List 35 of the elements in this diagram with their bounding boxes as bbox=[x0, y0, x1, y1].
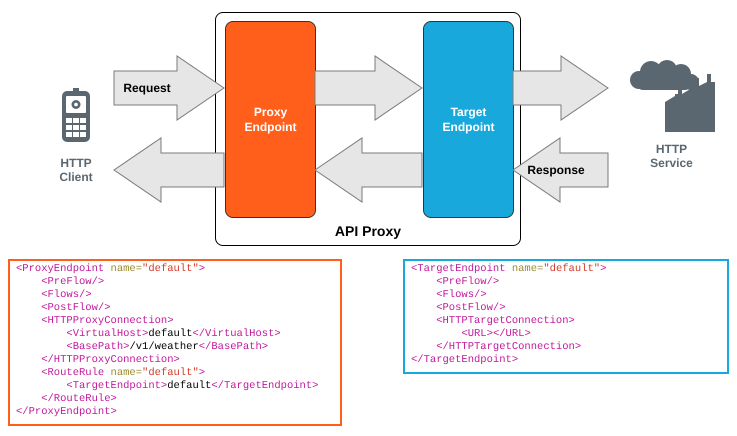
code-panel bbox=[403, 259, 729, 374]
block-arrow bbox=[113, 137, 224, 203]
code-panel bbox=[8, 259, 342, 426]
code-line: <VirtualHost>default</VirtualHost> bbox=[66, 328, 281, 341]
code-line: <RouteRule name="default"> bbox=[41, 367, 206, 380]
edge-label: Response bbox=[527, 163, 585, 177]
block-arrow bbox=[512, 55, 609, 121]
client-label: HTTP Client bbox=[58, 156, 94, 184]
code-line: <TargetEndpoint>default</TargetEndpoint> bbox=[66, 380, 318, 393]
code-line: <PreFlow/> bbox=[436, 276, 500, 289]
code-line: <TargetEndpoint name="default"> bbox=[411, 263, 606, 276]
edge-label: Request bbox=[123, 81, 171, 95]
endpoint-box bbox=[423, 21, 514, 218]
code-line: </TargetEndpoint> bbox=[411, 354, 518, 367]
code-line: <ProxyEndpoint name="default"> bbox=[16, 263, 206, 276]
code-line: <PreFlow/> bbox=[41, 276, 104, 289]
endpoint-label: Proxy Endpoint bbox=[244, 104, 298, 134]
code-line: <PostFlow/> bbox=[436, 302, 506, 315]
code-line: <BasePath>/v1/weather</BasePath> bbox=[66, 341, 268, 354]
block-arrow bbox=[314, 137, 422, 203]
code-line: <PostFlow/> bbox=[41, 302, 111, 315]
code-line: <URL></URL> bbox=[461, 328, 531, 341]
block-arrow bbox=[314, 55, 423, 121]
code-line: </HTTPProxyConnection> bbox=[41, 354, 180, 367]
code-line: <HTTPProxyConnection> bbox=[41, 315, 174, 328]
service-label: HTTP Service bbox=[649, 142, 694, 170]
code-line: </HTTPTargetConnection> bbox=[436, 341, 582, 354]
code-line: </ProxyEndpoint> bbox=[16, 406, 117, 419]
code-line: <Flows/> bbox=[436, 289, 487, 302]
endpoint-box bbox=[225, 21, 316, 218]
code-line: <Flows/> bbox=[41, 289, 92, 302]
endpoint-label: Target Endpoint bbox=[442, 104, 496, 134]
code-line: <HTTPTargetConnection> bbox=[436, 315, 575, 328]
code-line: </RouteRule> bbox=[41, 393, 117, 406]
container-title: API Proxy bbox=[334, 222, 402, 241]
